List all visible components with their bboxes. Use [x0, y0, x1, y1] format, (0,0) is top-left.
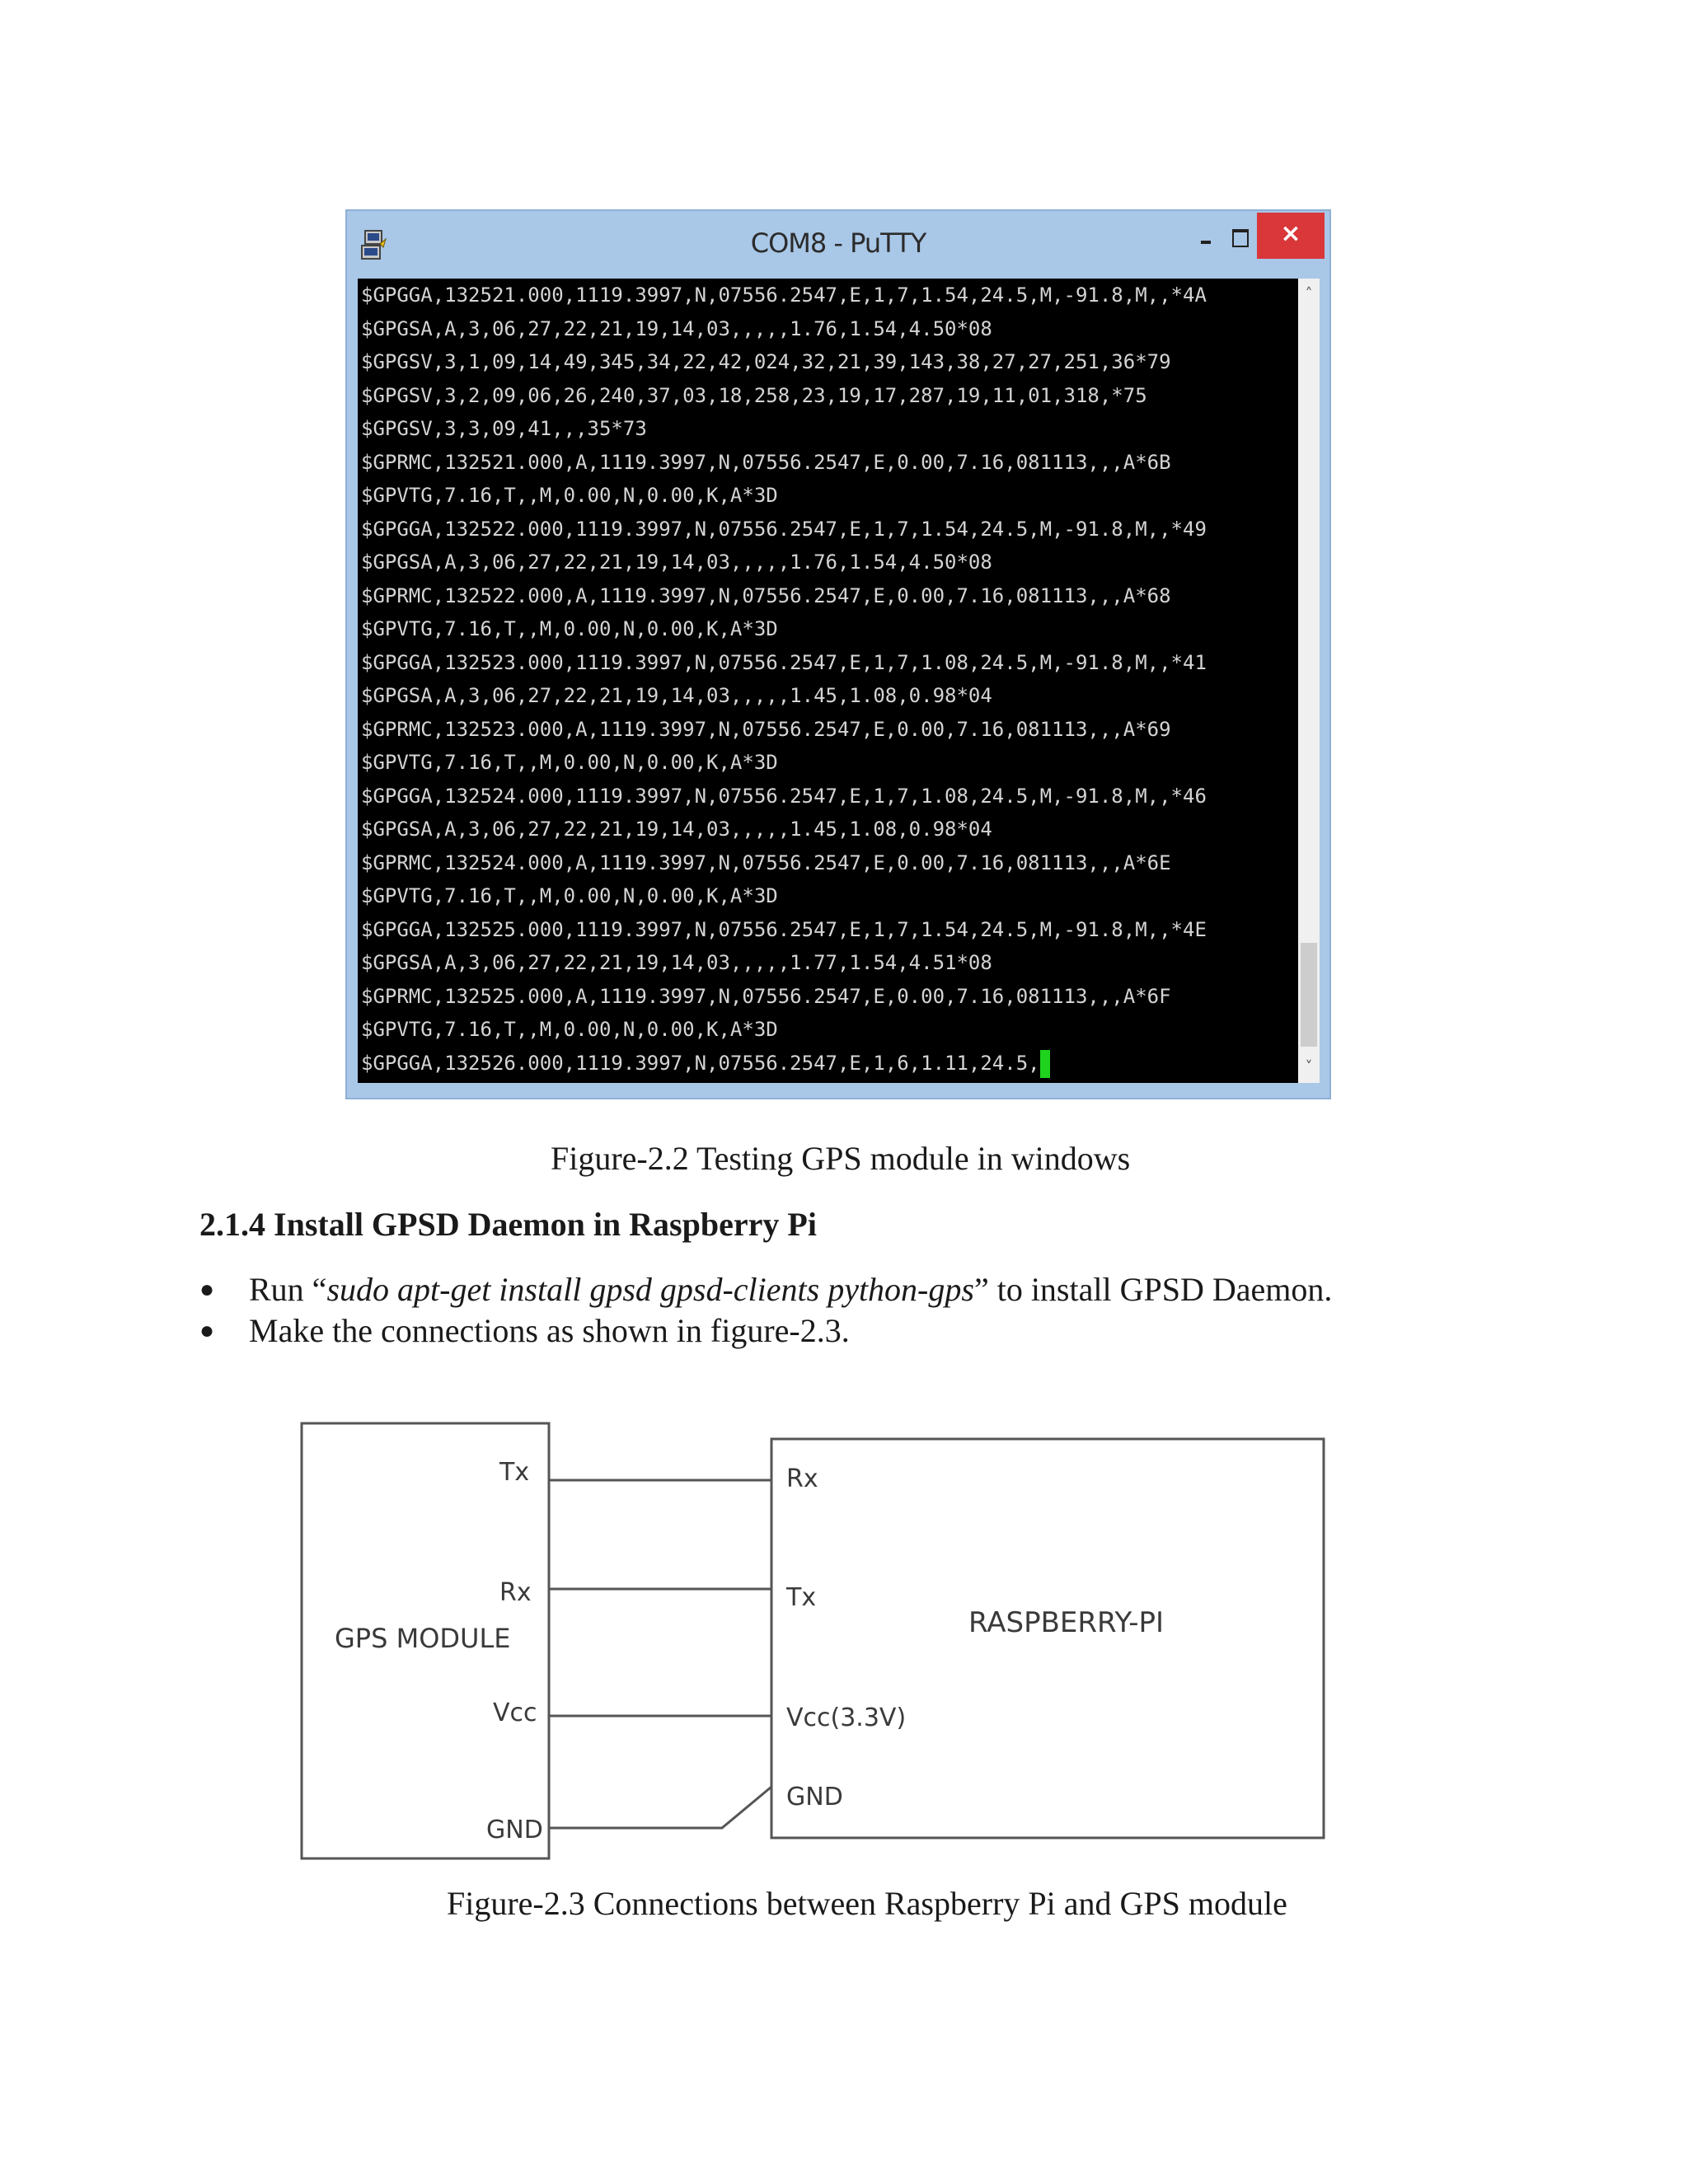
list-item: ● Run “sudo apt-get install gpsd gpsd-cli…	[199, 1269, 1332, 1310]
terminal-line: $GPGSV,3,1,09,14,49,345,34,22,42,024,32,…	[361, 350, 1171, 373]
pi-pin-vcc: Vcc(3.3V)	[786, 1704, 906, 1732]
terminal-line: $GPGSA,A,3,06,27,22,21,19,14,03,,,,,1.76…	[361, 551, 992, 574]
wire-gnd	[549, 1785, 772, 1830]
terminal-line: $GPGSA,A,3,06,27,22,21,19,14,03,,,,,1.45…	[361, 684, 992, 707]
scroll-up-arrow-icon[interactable]: ˄	[1305, 285, 1313, 302]
terminal-line: $GPGGA,132521.000,1119.3997,N,07556.2547…	[361, 284, 1207, 307]
pi-pin-rx: Rx	[786, 1465, 818, 1493]
close-button[interactable]: ×	[1257, 213, 1325, 259]
list-item-text: Make the connections as shown in figure-…	[249, 1312, 850, 1349]
putty-titlebar: COM8 - PuTTY ×	[347, 211, 1329, 279]
terminal-output[interactable]: $GPGGA,132521.000,1119.3997,N,07556.2547…	[358, 279, 1298, 1083]
terminal-line: $GPGSA,A,3,06,27,22,21,19,14,03,,,,,1.45…	[361, 818, 992, 841]
terminal-line: $GPGSA,A,3,06,27,22,21,19,14,03,,,,,1.76…	[361, 316, 992, 340]
gps-pin-vcc: Vcc	[493, 1699, 537, 1727]
scrollbar-thumb[interactable]	[1301, 943, 1317, 1047]
gps-pin-gnd: GND	[486, 1816, 543, 1844]
terminal-line: $GPRMC,132523.000,A,1119.3997,N,07556.25…	[361, 717, 1171, 741]
list-item-prefix: Run “	[249, 1271, 327, 1308]
terminal-line: $GPGGA,132525.000,1119.3997,N,07556.2547…	[361, 917, 1207, 941]
bullet-icon: ●	[199, 1317, 215, 1344]
figure-2-3-caption: Figure-2.3 Connections between Raspberry…	[447, 1885, 1287, 1922]
terminal-line: $GPGSV,3,3,09,41,,,35*73	[361, 417, 647, 440]
section-title: Install GPSD Daemon in Raspberry Pi	[274, 1206, 817, 1243]
gps-module-label: GPS MODULE	[335, 1623, 510, 1654]
terminal-line: $GPVTG,7.16,T,,M,0.00,N,0.00,K,A*3D	[361, 617, 778, 640]
bullet-icon: ●	[199, 1276, 215, 1303]
terminal-line-text: $GPGGA,132526.000,1119.3997,N,07556.2547…	[361, 1051, 1040, 1075]
maximize-button[interactable]	[1222, 218, 1255, 259]
terminal-line: $GPVTG,7.16,T,,M,0.00,N,0.00,K,A*3D	[361, 751, 778, 774]
terminal-line-current: $GPGGA,132526.000,1119.3997,N,07556.2547…	[358, 1047, 1298, 1080]
scroll-down-arrow-icon[interactable]: ˅	[1305, 1058, 1313, 1076]
install-command: sudo apt-get install gpsd gpsd-clients p…	[326, 1271, 974, 1308]
putty-window-title: COM8 - PuTTY	[750, 227, 926, 259]
terminal-cursor	[1039, 1049, 1050, 1078]
putty-app-icon	[361, 230, 387, 260]
terminal-scrollbar[interactable]: ˄ ˅	[1298, 279, 1320, 1083]
figure-2-2-caption: Figure-2.2 Testing GPS module in windows	[551, 1140, 1131, 1177]
list-item: ● Make the connections as shown in figure…	[199, 1310, 1332, 1352]
minimize-button[interactable]	[1188, 218, 1221, 259]
pi-pin-tx: Tx	[785, 1583, 816, 1612]
terminal-line: $GPGSV,3,2,09,06,26,240,37,03,18,258,23,…	[361, 383, 1147, 407]
terminal-line: $GPVTG,7.16,T,,M,0.00,N,0.00,K,A*3D	[361, 484, 778, 507]
pi-pin-gnd: GND	[786, 1783, 843, 1811]
terminal-line: $GPRMC,132522.000,A,1119.3997,N,07556.25…	[361, 583, 1171, 607]
terminal-line: $GPGSA,A,3,06,27,22,21,19,14,03,,,,,1.77…	[361, 951, 992, 974]
list-item-suffix: ” to install GPSD Daemon.	[973, 1271, 1333, 1308]
terminal-line: $GPGGA,132524.000,1119.3997,N,07556.2547…	[361, 784, 1207, 808]
terminal-line: $GPRMC,132521.000,A,1119.3997,N,07556.25…	[361, 450, 1171, 474]
terminal-line: $GPVTG,7.16,T,,M,0.00,N,0.00,K,A*3D	[361, 1018, 778, 1041]
putty-window-screenshot: COM8 - PuTTY × $GPGGA,132521.000,1119.39…	[345, 209, 1331, 1099]
terminal-line: $GPGGA,132522.000,1119.3997,N,07556.2547…	[361, 517, 1207, 541]
section-heading: 2.1.4 Install GPSD Daemon in Raspberry P…	[199, 1205, 817, 1244]
gps-module-box	[300, 1422, 551, 1860]
gps-pin-rx: Rx	[499, 1578, 532, 1607]
terminal-line: $GPRMC,132525.000,A,1119.3997,N,07556.25…	[361, 984, 1171, 1008]
raspberry-pi-label: RASPBERRY-PI	[968, 1606, 1164, 1639]
terminal-line: $GPRMC,132524.000,A,1119.3997,N,07556.25…	[361, 851, 1171, 874]
gps-pin-tx: Tx	[499, 1458, 529, 1487]
terminal-line: $GPVTG,7.16,T,,M,0.00,N,0.00,K,A*3D	[361, 884, 778, 907]
raspberry-pi-box	[770, 1437, 1325, 1840]
terminal-line: $GPGGA,132523.000,1119.3997,N,07556.2547…	[361, 650, 1207, 674]
instruction-list: ● Run “sudo apt-get install gpsd gpsd-cli…	[199, 1269, 1332, 1352]
section-number: 2.1.4	[199, 1206, 265, 1243]
